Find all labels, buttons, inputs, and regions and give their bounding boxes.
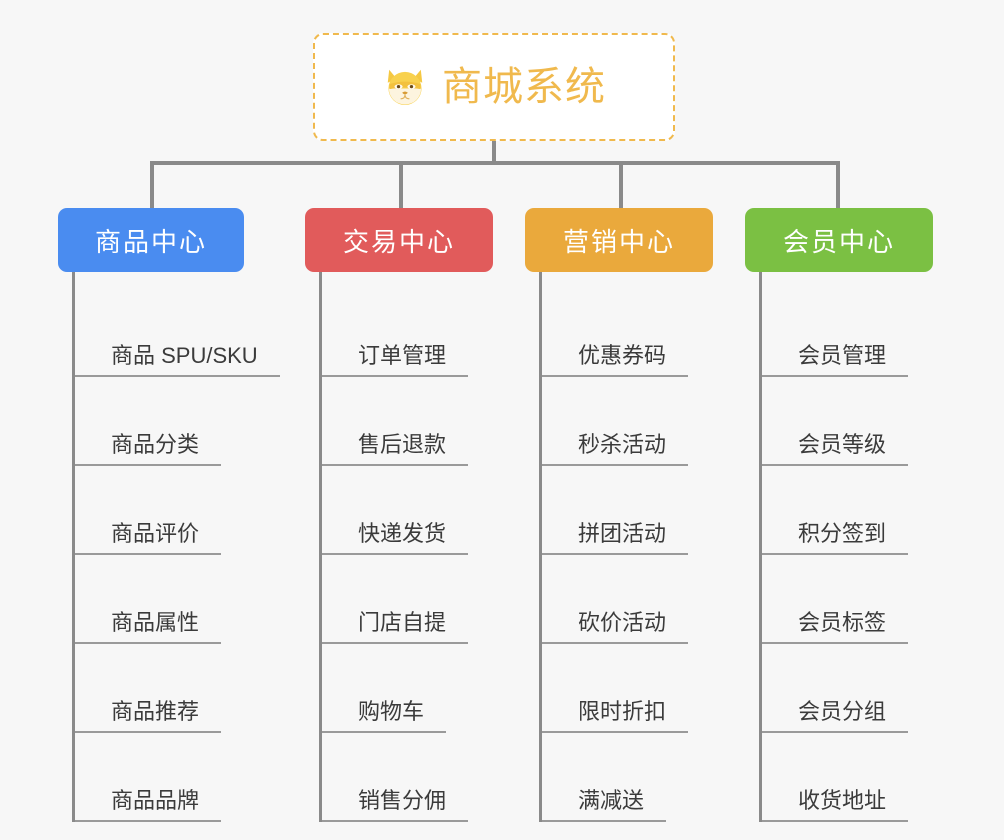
leaf-label: 优惠券码 [542,343,689,377]
root-node[interactable]: 商城系统 [313,33,675,141]
leaf-item[interactable]: 门店自提 [322,555,493,644]
leaf-item[interactable]: 积分签到 [762,466,933,555]
leaf-item[interactable]: 砍价活动 [542,555,713,644]
leaf-label: 门店自提 [322,610,469,644]
connector-drop-trade-center [399,161,403,209]
leaf-label: 商品推荐 [75,699,222,733]
column-member-center: 会员中心 会员管理 会员等级 积分签到 会员标签 会员分组 收货地址 [745,208,933,822]
leaf-item[interactable]: 订单管理 [322,288,493,377]
leaf-item[interactable]: 会员等级 [762,377,933,466]
leaf-item[interactable]: 会员标签 [762,555,933,644]
leaf-label: 会员标签 [762,610,909,644]
leaf-list-marketing-center: 优惠券码 秒杀活动 拼团活动 砍价活动 限时折扣 满减送 [539,272,713,822]
leaf-item[interactable]: 商品分类 [75,377,280,466]
leaf-item[interactable]: 拼团活动 [542,466,713,555]
category-label-marketing-center: 营销中心 [562,226,675,257]
leaf-item[interactable]: 商品属性 [75,555,280,644]
leaf-label: 积分签到 [762,521,909,555]
leaf-label: 商品属性 [75,610,222,644]
leaf-label: 会员分组 [762,699,909,733]
leaf-label: 满减送 [542,788,667,822]
leaf-item[interactable]: 满减送 [542,733,713,822]
leaf-item[interactable]: 优惠券码 [542,288,713,377]
category-label-product-center: 商品中心 [94,226,207,257]
leaf-item[interactable]: 秒杀活动 [542,377,713,466]
connector-drop-product-center [150,161,154,209]
column-product-center: 商品中心 商品 SPU/SKU 商品分类 商品评价 商品属性 商品推荐 商品品牌 [58,208,280,822]
leaf-item[interactable]: 商品 SPU/SKU [75,288,280,377]
leaf-label: 售后退款 [322,432,469,466]
category-header-member-center[interactable]: 会员中心 [745,208,933,272]
connector-root-stem [492,141,496,163]
leaf-list-member-center: 会员管理 会员等级 积分签到 会员标签 会员分组 收货地址 [759,272,933,822]
leaf-label: 收货地址 [762,788,909,822]
leaf-item[interactable]: 快递发货 [322,466,493,555]
leaf-label: 砍价活动 [542,610,689,644]
leaf-label: 商品 SPU/SKU [75,343,280,377]
leaf-item[interactable]: 售后退款 [322,377,493,466]
leaf-item[interactable]: 商品评价 [75,466,280,555]
column-trade-center: 交易中心 订单管理 售后退款 快递发货 门店自提 购物车 销售分佣 [305,208,493,822]
leaf-item[interactable]: 限时折扣 [542,644,713,733]
category-label-trade-center: 交易中心 [342,226,455,257]
leaf-label: 会员等级 [762,432,909,466]
shiba-dog-emoji-icon [387,69,423,105]
leaf-item[interactable]: 商品推荐 [75,644,280,733]
leaf-label: 订单管理 [322,343,469,377]
leaf-label: 商品品牌 [75,788,222,822]
leaf-label: 商品分类 [75,432,222,466]
leaf-list-trade-center: 订单管理 售后退款 快递发货 门店自提 购物车 销售分佣 [319,272,493,822]
category-header-trade-center[interactable]: 交易中心 [305,208,493,272]
leaf-label: 销售分佣 [322,788,469,822]
category-label-member-center: 会员中心 [782,226,895,257]
column-marketing-center: 营销中心 优惠券码 秒杀活动 拼团活动 砍价活动 限时折扣 满减送 [525,208,713,822]
leaf-item[interactable]: 会员管理 [762,288,933,377]
leaf-label: 限时折扣 [542,699,689,733]
root-title: 商城系统 [442,65,606,109]
connector-drop-marketing-center [619,161,623,209]
leaf-label: 秒杀活动 [542,432,689,466]
leaf-list-product-center: 商品 SPU/SKU 商品分类 商品评价 商品属性 商品推荐 商品品牌 [72,272,280,822]
leaf-item[interactable]: 购物车 [322,644,493,733]
leaf-label: 快递发货 [322,521,469,555]
leaf-item[interactable]: 会员分组 [762,644,933,733]
leaf-label: 商品评价 [75,521,222,555]
leaf-label: 购物车 [322,699,447,733]
category-header-product-center[interactable]: 商品中心 [58,208,244,272]
leaf-item[interactable]: 收货地址 [762,733,933,822]
connector-horizontal-bar [150,161,840,165]
leaf-label: 拼团活动 [542,521,689,555]
category-header-marketing-center[interactable]: 营销中心 [525,208,713,272]
leaf-item[interactable]: 销售分佣 [322,733,493,822]
connector-drop-member-center [836,161,840,209]
leaf-item[interactable]: 商品品牌 [75,733,280,822]
leaf-label: 会员管理 [762,343,909,377]
